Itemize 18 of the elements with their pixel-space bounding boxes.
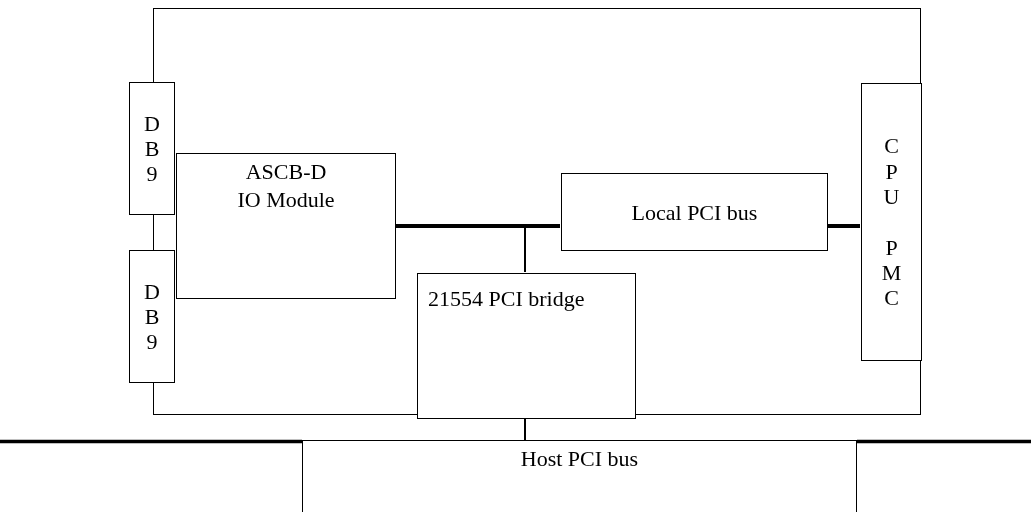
label-text: Host PCI bus <box>519 445 640 473</box>
bus-box <box>561 173 828 251</box>
label-text: ASCB-D IO Module <box>236 158 336 213</box>
bus-connector <box>524 417 526 441</box>
bus-box <box>302 440 857 512</box>
cpu-box <box>861 83 922 361</box>
connector-box <box>129 82 175 215</box>
bus-connector <box>524 225 561 273</box>
bus-connector <box>395 224 560 228</box>
label-text: 21554 PCI bridge <box>428 285 585 313</box>
connector-box <box>129 250 175 383</box>
bus-connector <box>827 224 860 228</box>
label-text: CPU PMC <box>881 133 902 311</box>
label-text: Local PCI bus <box>631 198 758 227</box>
bridge-box <box>417 273 636 419</box>
label-text: DB9 <box>144 278 160 355</box>
label-text: DB9 <box>144 110 160 187</box>
module-box <box>176 153 396 299</box>
